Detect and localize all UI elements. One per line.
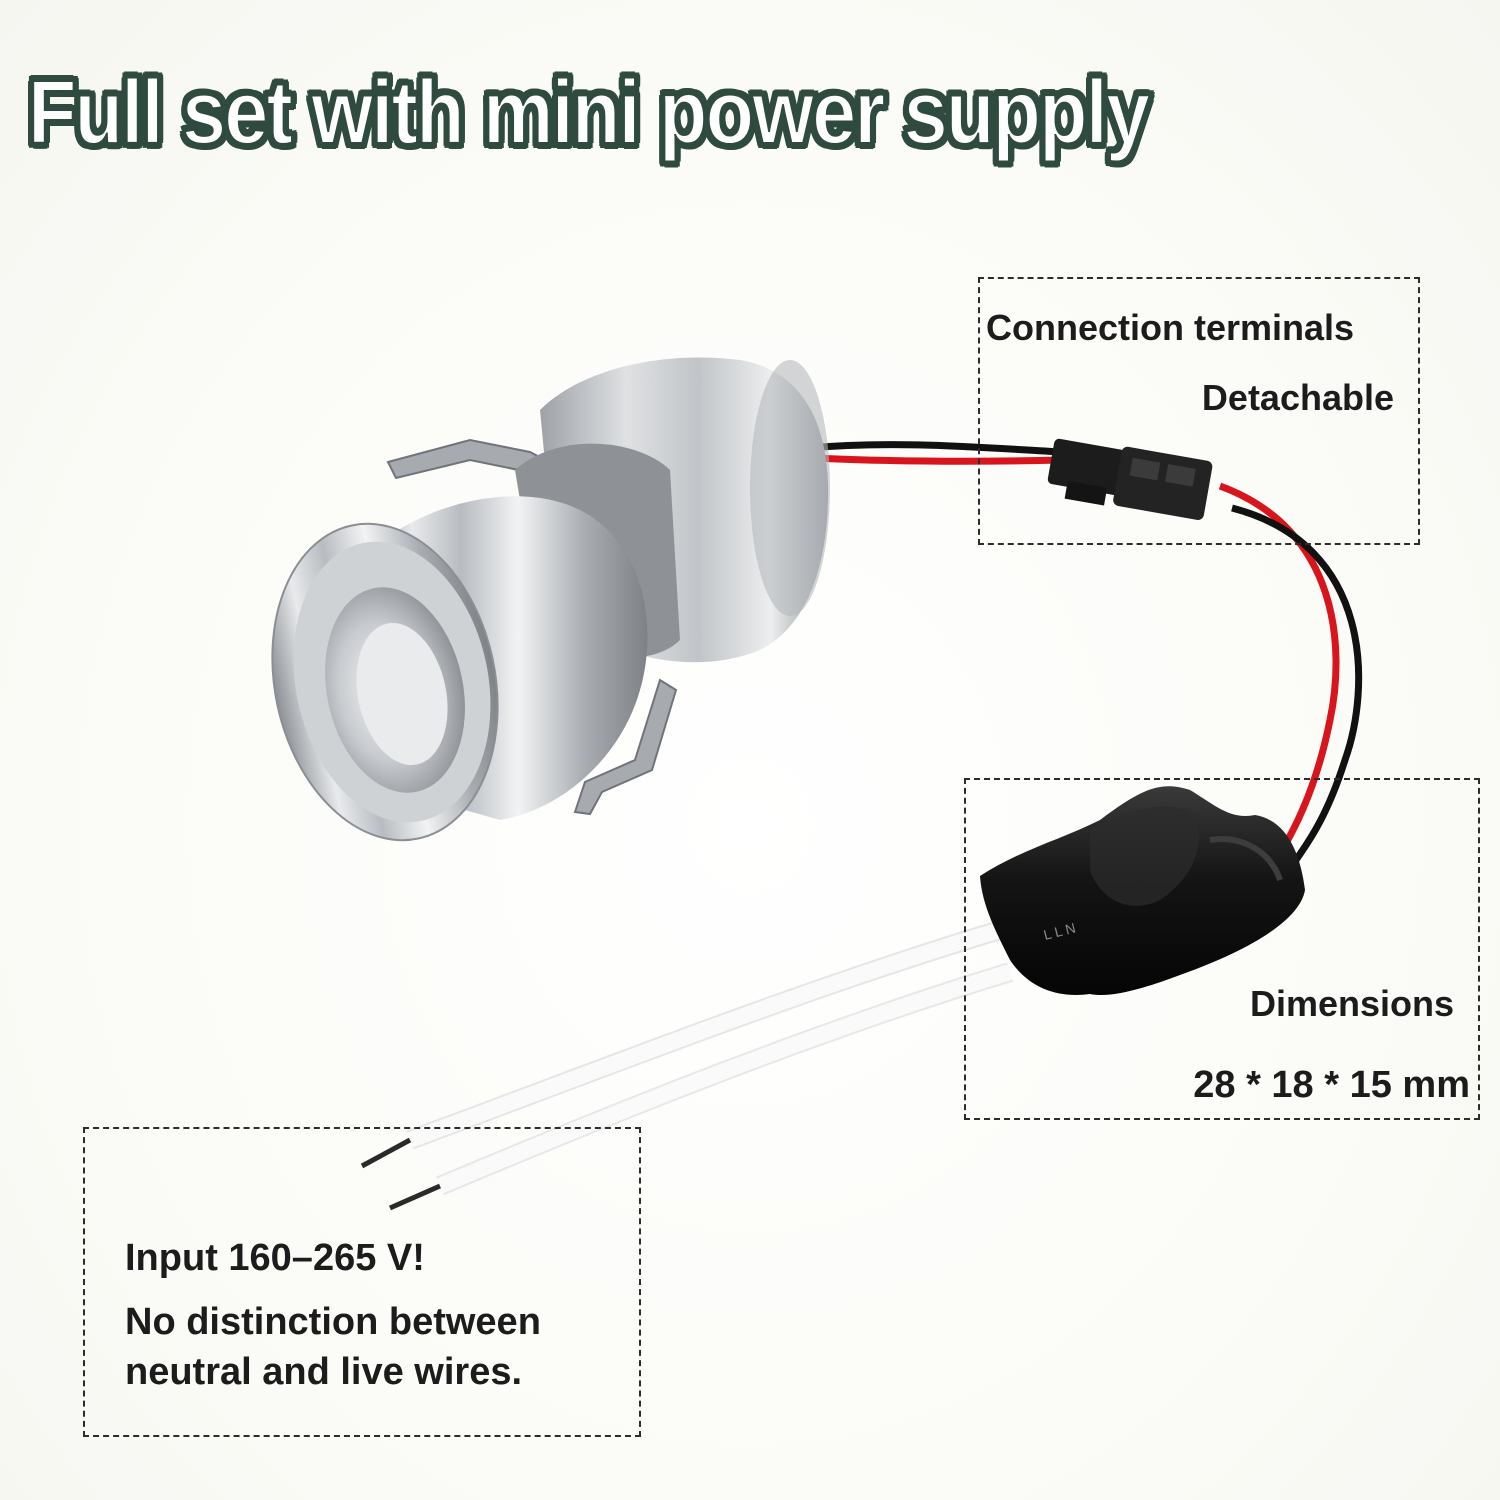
connection-terminals-callout: Connection terminals Detachable bbox=[978, 277, 1420, 545]
wiring-note-line-1: No distinction between bbox=[125, 1301, 541, 1343]
lamp-rear-cap bbox=[750, 360, 830, 616]
dimensions-value: 28 * 18 * 15 mm bbox=[1193, 1064, 1470, 1106]
headline: Full set with mini power supply bbox=[27, 62, 1151, 164]
connector-plug bbox=[1047, 438, 1213, 520]
dimensions-label: Dimensions bbox=[1249, 983, 1454, 1024]
spring-clip-bottom bbox=[573, 678, 678, 816]
dimensions-callout: Dimensions 28 * 18 * 15 mm bbox=[964, 778, 1480, 1120]
black-lead-upper bbox=[807, 441, 1063, 456]
mini-power-supply: L L N bbox=[980, 786, 1305, 996]
red-lead-upper bbox=[811, 454, 1063, 465]
wire-tip-1 bbox=[360, 1137, 412, 1169]
black-lead-lower bbox=[1231, 504, 1363, 862]
wire-tip-2 bbox=[388, 1183, 442, 1211]
connection-terminals-label: Connection terminals bbox=[986, 307, 1355, 348]
input-voltage-callout: Input 160–265 V! No distinction between … bbox=[83, 1127, 641, 1437]
input-voltage-label: Input 160–265 V! bbox=[125, 1237, 425, 1279]
svg-text:L L N: L L N bbox=[1042, 920, 1077, 943]
detachable-label: Detachable bbox=[1201, 377, 1394, 418]
wiring-note-line-2: neutral and live wires. bbox=[125, 1351, 523, 1393]
